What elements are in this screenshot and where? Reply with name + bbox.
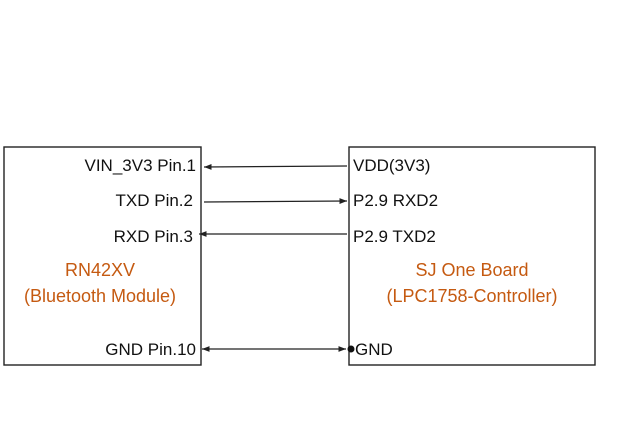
left-module-name: RN42XV <box>65 260 135 280</box>
right-pin-rxd-label: P2.9 RXD2 <box>353 191 438 210</box>
left-pin-gnd-label: GND Pin.10 <box>105 340 196 359</box>
right-module-subtitle: (LPC1758-Controller) <box>386 286 557 306</box>
right-pin-vdd-label: VDD(3V3) <box>353 156 430 175</box>
left-module-box <box>3 146 202 366</box>
right-module-name: SJ One Board <box>415 260 528 280</box>
right-pin-gnd-label: GND <box>355 340 393 359</box>
power-connection-arrow <box>203 164 348 170</box>
right-pin-txd-label: P2.9 TXD2 <box>353 227 436 246</box>
left-module-subtitle: (Bluetooth Module) <box>24 286 176 306</box>
left-pin-txd-label: TXD Pin.2 <box>116 191 193 210</box>
txd-to-rxd2-arrow <box>203 198 348 204</box>
right-module-box <box>348 146 596 366</box>
left-pin-vin-label: VIN_3V3 Pin.1 <box>84 156 196 175</box>
left-pin-rxd-label: RXD Pin.3 <box>114 227 193 246</box>
ground-junction-dot <box>347 345 355 353</box>
